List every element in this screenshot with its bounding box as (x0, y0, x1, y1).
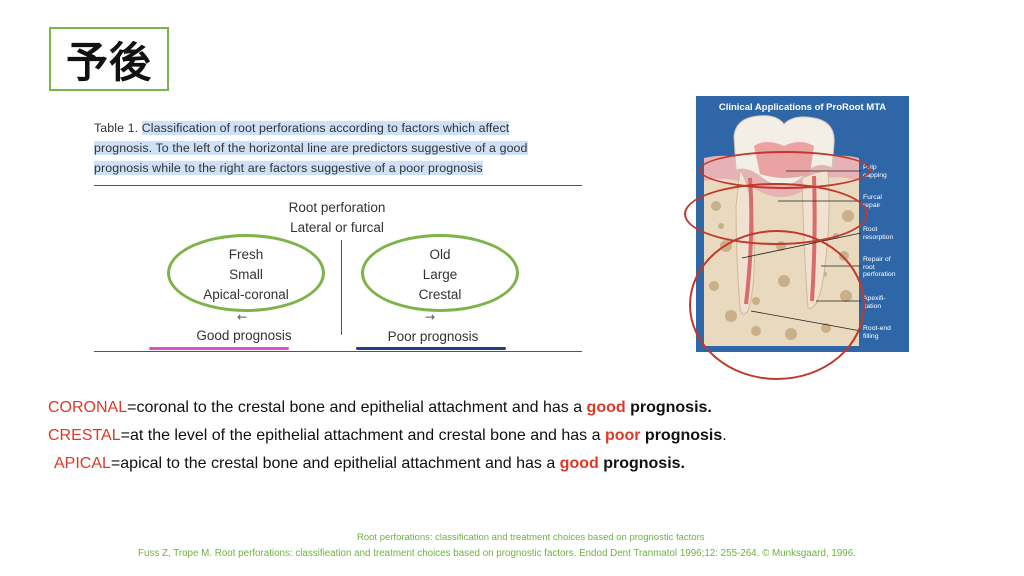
right-item-old: Old (429, 247, 451, 262)
quality-good-2: good (559, 455, 599, 472)
quality-good-1: good (586, 399, 626, 416)
blue-underline (356, 347, 506, 350)
coronal-text: =coronal to the crestal bone and epithel… (127, 399, 587, 416)
left-item-small: Small (229, 267, 263, 282)
apical-line: APICAL=apical to the crestal bone and ep… (54, 455, 685, 473)
right-item-large: Large (422, 267, 458, 282)
left-arrow-icon: ← (237, 310, 248, 324)
label-root-resorption: Root resorption (863, 226, 894, 241)
table-caption: Table 1. Classification of root perforat… (94, 118, 584, 178)
label-repair-root-perforation: Repair of root perforation (863, 256, 896, 278)
magenta-underline (149, 347, 289, 350)
page-title: 予後 (65, 37, 152, 87)
poor-prognosis-label: Poor prognosis (387, 329, 479, 344)
right-oval-highlight (361, 234, 519, 312)
left-oval-highlight (167, 234, 325, 312)
quality-poor: poor (604, 427, 641, 444)
classification-table-figure: Table 1. Classification of root perforat… (94, 118, 584, 356)
caption-line-1: Classification of root perforations acco… (141, 121, 510, 135)
crestal-end: . (722, 427, 727, 444)
citation-line-2: Fuss Z, Trope M. Root perforations: clas… (138, 548, 856, 559)
coronal-line: CORONAL=coronal to the crestal bone and … (48, 399, 712, 417)
prognosis-word-1: prognosis (625, 399, 708, 416)
label-furcal-repair: Furcal repair (863, 194, 882, 209)
caption-label: Table 1. (94, 121, 139, 135)
prognosis-word-3: prognosis. (598, 455, 685, 472)
term-coronal: CORONAL (48, 399, 128, 416)
left-item-apical-coronal: Apical-coronal (203, 287, 289, 302)
term-apical: APICAL (54, 455, 111, 472)
label-root-end-filling: Root-end filling (863, 325, 891, 340)
coronal-end: . (707, 399, 712, 416)
prognosis-word-2: prognosis (640, 427, 723, 444)
right-item-crestal: Crestal (418, 287, 462, 302)
center-divider (341, 240, 342, 335)
term-crestal: CRESTAL (48, 427, 121, 444)
right-arrow-icon: → (425, 310, 436, 324)
apical-red-oval (689, 230, 865, 380)
caption-line-2: prognosis. To the left of the horizontal… (94, 141, 528, 155)
caption-rule (94, 185, 582, 186)
citation-line-1: Root perforations: classification and tr… (357, 532, 705, 543)
tooth-figure-title: Clinical Applications of ProRoot MTA (718, 102, 887, 113)
left-item-fresh: Fresh (228, 247, 264, 262)
caption-line-3: prognosis while to the right are factors… (94, 161, 483, 175)
title-box: 予後 (49, 27, 169, 91)
crestal-text: =at the level of the epithelial attachme… (120, 427, 605, 444)
good-prognosis-label: Good prognosis (196, 328, 292, 343)
header-line-1: Root perforation (288, 200, 386, 215)
apical-text: =apical to the crestal bone and epitheli… (110, 455, 560, 472)
table-bottom-rule (94, 351, 582, 352)
label-apexification: Apexifi- cation (863, 295, 886, 310)
crestal-line: CRESTAL=at the level of the epithelial a… (48, 427, 727, 445)
header-line-2: Lateral or furcal (290, 220, 384, 235)
